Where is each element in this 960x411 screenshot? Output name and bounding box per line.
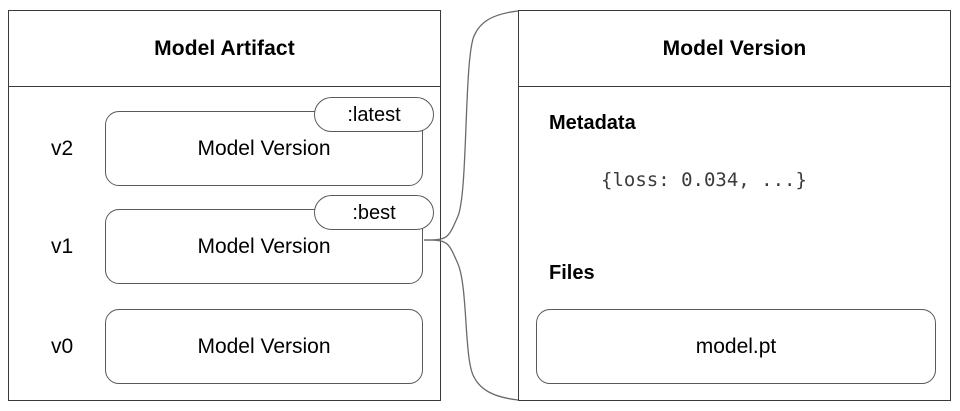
version-row-v0: v0 Model Version — [9, 309, 440, 384]
alias-tag-latest[interactable]: :latest — [314, 97, 434, 132]
version-row-v1: v1 Model Version :best — [9, 195, 440, 284]
file-item-model-pt[interactable]: model.pt — [536, 309, 936, 384]
version-label-v0: v0 — [51, 335, 74, 358]
files-section-heading: Files — [549, 262, 595, 284]
model-version-box-v0[interactable]: Model Version — [105, 309, 423, 384]
metadata-section-heading: Metadata — [549, 112, 636, 134]
alias-tag-best-label: :best — [352, 201, 396, 224]
alias-tag-best[interactable]: :best — [314, 195, 434, 230]
model-artifact-body: v2 Model Version :latest v1 Model Versio… — [9, 87, 440, 400]
version-row-v2: v2 Model Version :latest — [9, 97, 440, 186]
model-version-body: Metadata {loss: 0.034, ...} Files model.… — [519, 87, 950, 400]
model-version-title: Model Version — [662, 37, 807, 60]
model-artifact-header: Model Artifact — [9, 11, 440, 87]
model-version-box-label-v1: Model Version — [197, 235, 331, 258]
model-version-box-label-v0: Model Version — [197, 335, 331, 358]
model-artifact-title: Model Artifact — [154, 37, 295, 60]
model-version-box-label-v2: Model Version — [197, 137, 331, 160]
model-version-panel: Model Version Metadata {loss: 0.034, ...… — [518, 10, 951, 401]
file-item-label: model.pt — [695, 335, 777, 358]
version-label-v2: v2 — [51, 137, 74, 160]
version-label-v1: v1 — [51, 235, 74, 258]
model-version-header: Model Version — [519, 11, 950, 87]
alias-tag-latest-label: :latest — [347, 103, 401, 126]
metadata-value: {loss: 0.034, ...} — [601, 169, 807, 191]
model-artifact-panel: Model Artifact v2 Model Version :latest … — [8, 10, 441, 401]
